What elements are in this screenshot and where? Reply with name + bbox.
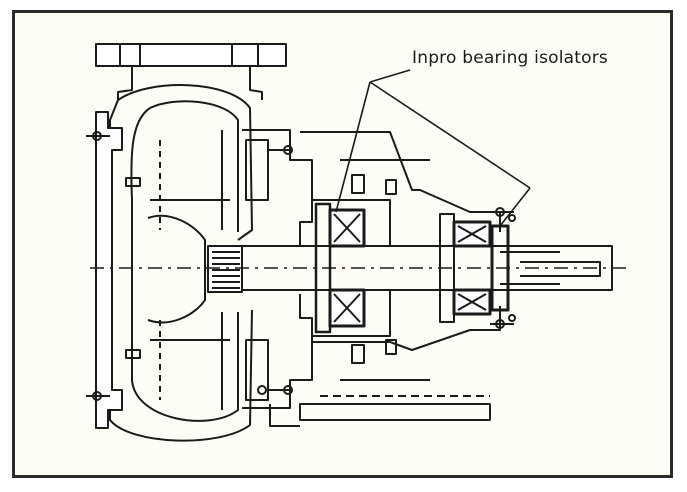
callout-leader-lines (335, 69, 531, 227)
suction-cover (86, 111, 141, 429)
volute-casing (109, 84, 253, 442)
seal-housing (242, 129, 313, 409)
outboard-bearing (439, 213, 492, 323)
bearing-isolator (490, 207, 516, 329)
discharge-flange (95, 43, 287, 100)
inboard-bearing (314, 202, 366, 334)
impeller-hub (207, 245, 243, 293)
bearing-frame (299, 131, 501, 421)
pump-shaft (90, 245, 630, 291)
isolator-callout-label: Inpro bearing isolators (412, 48, 608, 68)
impeller (147, 130, 230, 410)
base-foot (257, 385, 300, 427)
